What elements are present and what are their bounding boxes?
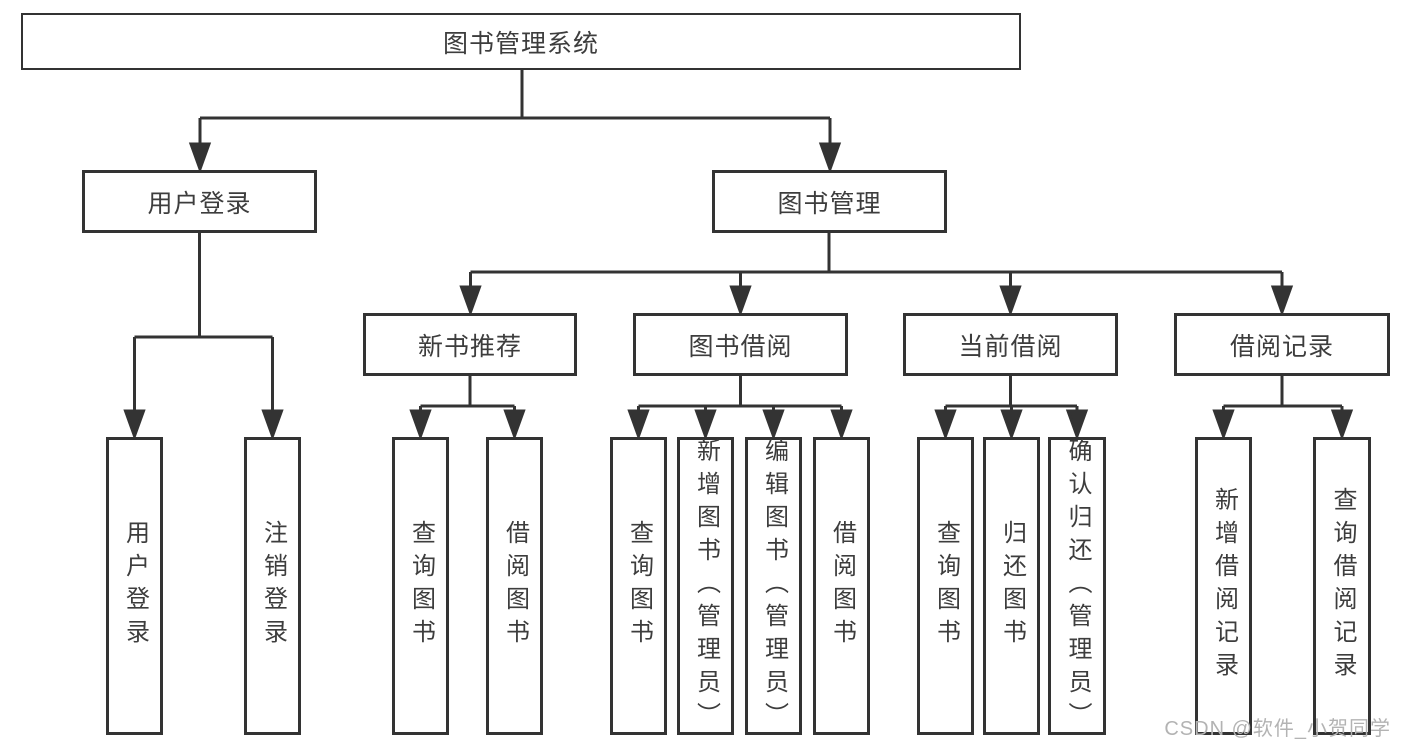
leaf-add-books-admin: 新增图书（管理员）: [677, 437, 734, 735]
leaf-query-borrow-record: 查询借阅记录: [1313, 437, 1371, 735]
node-book-management: 图书管理: [712, 170, 947, 233]
leaf-query-books-2: 查询图书: [610, 437, 667, 735]
connector-bookmgmt-to-level3: [459, 233, 1294, 317]
connector-root-to-level2: [188, 68, 842, 174]
leaf-return-books: 归还图书: [983, 437, 1040, 735]
leaf-borrow-books-1: 借阅图书: [486, 437, 543, 735]
leaf-query-books-3: 查询图书: [917, 437, 974, 735]
csdn-watermark: CSDN @软件_小贺同学: [1164, 718, 1391, 740]
connector-newbook-to-leaves: [409, 376, 526, 441]
node-library-system: 图书管理系统: [21, 13, 1021, 70]
connector-bookborrow-to-leaves: [627, 376, 853, 441]
node-new-book-recommendation: 新书推荐: [363, 313, 577, 376]
connector-records-to-leaves: [1212, 376, 1354, 441]
connector-currentborrow-to-leaves: [934, 376, 1089, 441]
leaf-edit-books-admin: 编辑图书（管理员）: [745, 437, 802, 735]
node-borrowing-records: 借阅记录: [1174, 313, 1390, 376]
node-user-login: 用户登录: [82, 170, 317, 233]
leaf-query-books-1: 查询图书: [392, 437, 449, 735]
node-book-borrowing: 图书借阅: [633, 313, 848, 376]
leaf-user-login: 用户登录: [106, 437, 163, 735]
leaf-confirm-return-admin: 确认归还（管理员）: [1048, 437, 1106, 735]
leaf-logout: 注销登录: [244, 437, 301, 735]
connector-userlogin-to-leaves: [123, 233, 284, 441]
leaf-borrow-books-2: 借阅图书: [813, 437, 870, 735]
node-current-borrowing: 当前借阅: [903, 313, 1118, 376]
leaf-add-borrow-record: 新增借阅记录: [1195, 437, 1252, 735]
